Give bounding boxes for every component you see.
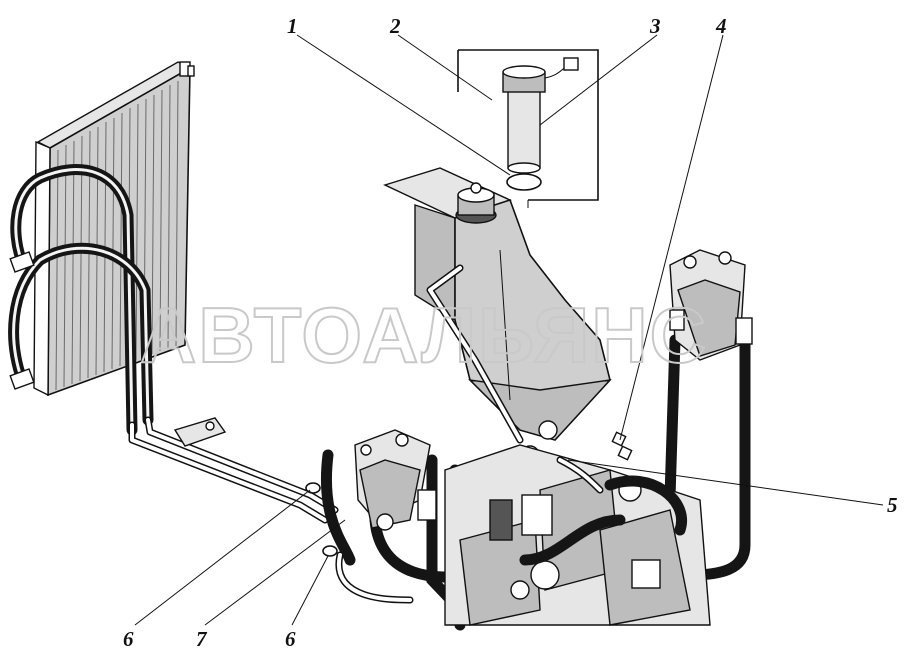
leader-6a [134, 489, 311, 626]
callout-6-left: 6 [123, 627, 134, 651]
return-pipes [128, 416, 339, 524]
o-ring-seal [506, 173, 542, 191]
hydraulic-tank [383, 167, 633, 465]
leader-4 [619, 34, 724, 441]
callout-3: 3 [649, 14, 661, 38]
callout-4: 4 [715, 14, 727, 38]
callout-1: 1 [287, 14, 298, 38]
callout-labels: 1 2 3 4 5 6 7 6 [123, 14, 898, 651]
callout-2: 2 [389, 14, 401, 38]
leader-1 [296, 34, 511, 176]
o-ring-upper-left [305, 482, 321, 494]
oil-cooler-radiator [8, 61, 195, 436]
leader-3 [539, 34, 658, 126]
filter-detail-inset [457, 49, 599, 208]
watermark-text: АВТОАЛЬЯНС [140, 291, 708, 379]
control-valve-block [444, 444, 711, 626]
o-ring-lower-left [322, 545, 338, 557]
leader-5 [567, 459, 884, 506]
callout-6-right: 6 [285, 627, 296, 651]
callout-7: 7 [196, 627, 208, 651]
callout-5: 5 [887, 493, 898, 517]
leader-lines [134, 34, 884, 626]
leader-7 [204, 519, 346, 626]
leader-2 [397, 34, 493, 101]
leader-6b [291, 555, 329, 626]
